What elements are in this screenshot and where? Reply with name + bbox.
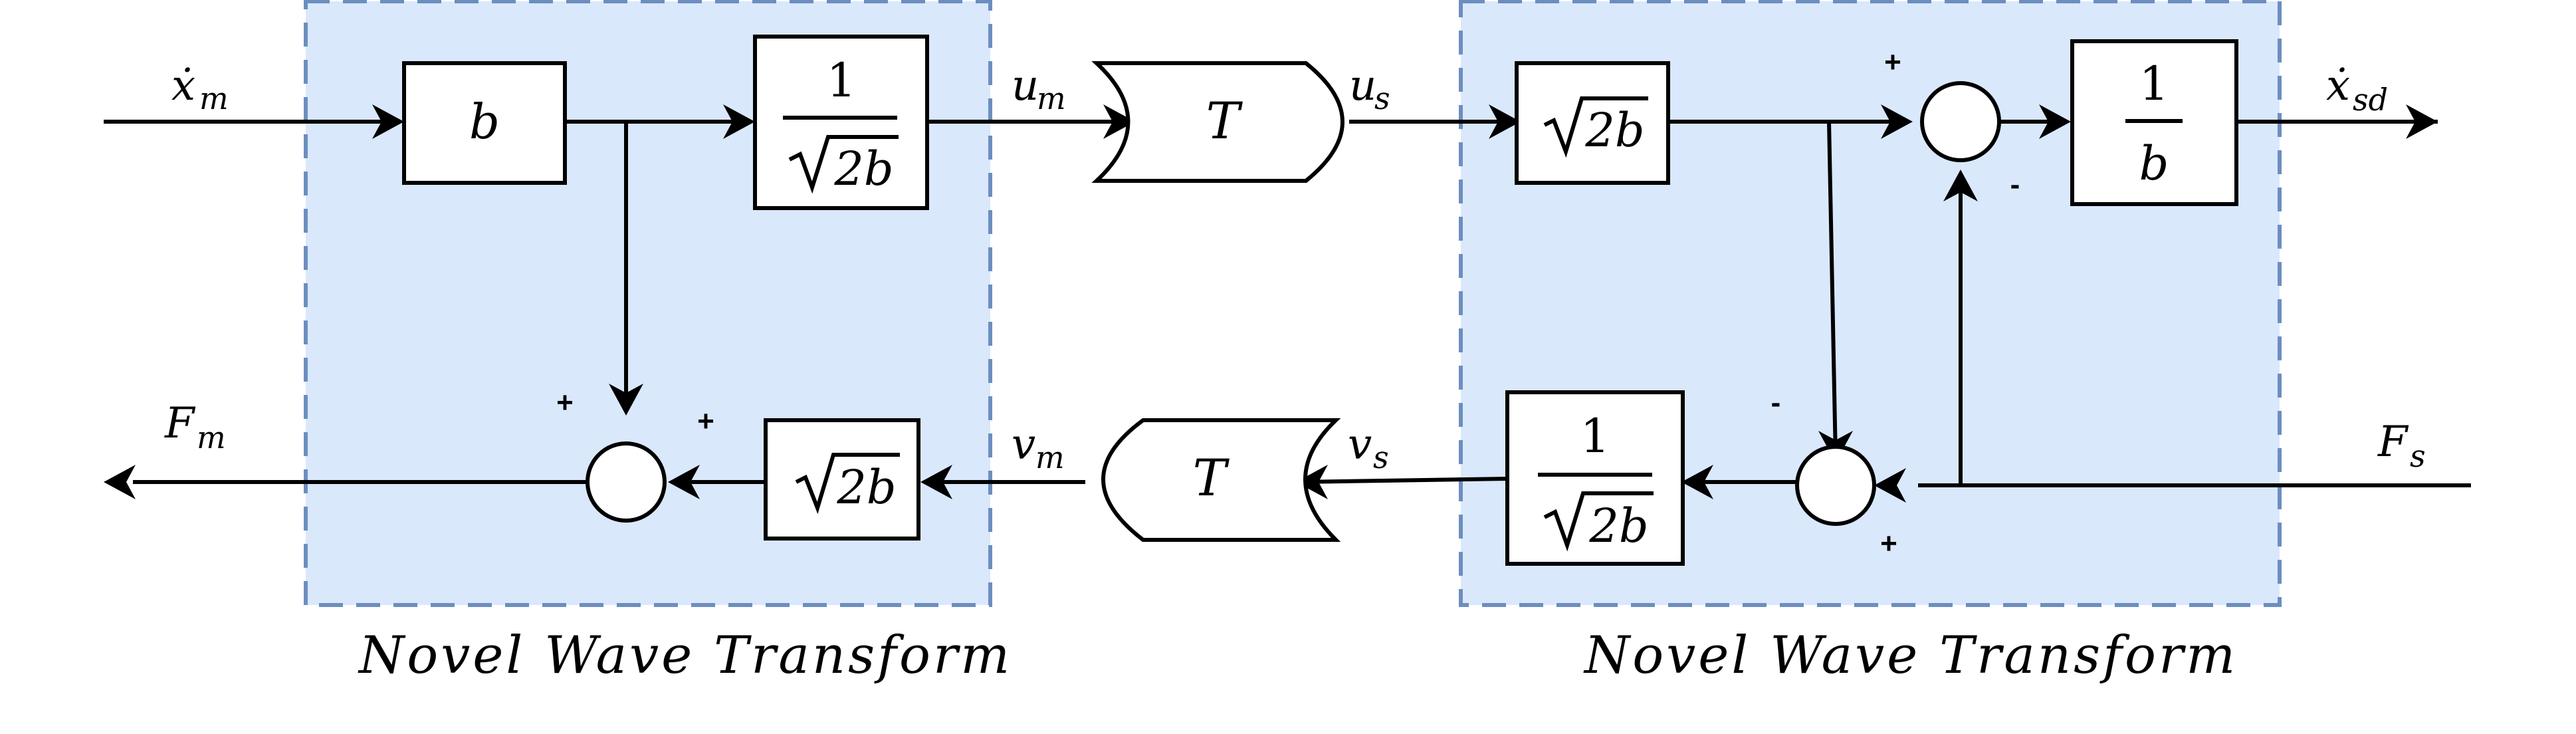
- fm-subscript: m: [197, 420, 226, 455]
- delay-backward-label: T: [1193, 448, 1230, 507]
- gain-block-b: b: [402, 61, 567, 185]
- signal-label-fs: F s: [2377, 418, 2426, 474]
- sqrt-radicand: 2b: [836, 460, 896, 515]
- sum-sign-bottom: -: [2010, 168, 2020, 201]
- sqrt-radical-icon: [788, 135, 899, 194]
- vs-subscript: s: [1373, 439, 1389, 475]
- gain-b-label: b: [469, 94, 500, 150]
- fraction-denominator: 2b: [833, 142, 893, 196]
- gain-block-sqrt-2b-left: 2b: [764, 418, 920, 541]
- um-symbol: u: [1012, 61, 1039, 110]
- fs-symbol: F: [2377, 418, 2409, 467]
- xm-dot-subscript: m: [199, 80, 229, 116]
- fraction-numerator: 1: [1580, 409, 1610, 463]
- delay-forward-label: T: [1206, 91, 1243, 150]
- sqrt-radicand: 2b: [1584, 103, 1644, 158]
- signal-label-vm: v m: [1012, 420, 1065, 475]
- signal-label-xsd-dot: ẋ sd: [2326, 61, 2388, 118]
- signal-label-vs: v s: [1348, 420, 1389, 475]
- signal-label-fm: F m: [164, 399, 226, 455]
- sqrt-radical-icon: [1543, 491, 1654, 552]
- signal-label-xm-dot: ẋ m: [171, 61, 229, 116]
- xsd-dot-symbol: ẋ: [2326, 61, 2350, 110]
- sum-sign-right: +: [697, 405, 714, 437]
- fm-symbol: F: [164, 399, 196, 448]
- us-symbol: u: [1349, 61, 1376, 110]
- gain-block-sqrt-2b-right: 2b: [1515, 61, 1670, 185]
- xm-dot-symbol: ẋ: [171, 61, 195, 110]
- delay-block-forward: T: [1091, 61, 1344, 183]
- sum-junction-top-right: + -: [1884, 46, 2020, 201]
- sum-sign-top: +: [556, 386, 574, 419]
- gain-block-inv-sqrt-2b-left: 1 2b: [753, 35, 929, 210]
- fraction-numerator: 1: [2139, 57, 2169, 111]
- vm-symbol: v: [1012, 420, 1035, 469]
- gain-block-inv-sqrt-2b-right: 1 2b: [1505, 390, 1685, 566]
- signal-label-um: u m: [1012, 61, 1066, 116]
- delay-block-backward: T: [1101, 418, 1341, 542]
- vm-subscript: m: [1035, 439, 1065, 475]
- signal-wires: [104, 120, 2471, 487]
- vs-symbol: v: [1348, 420, 1372, 469]
- right-region-caption: Novel Wave Transform: [1583, 626, 2238, 685]
- signal-label-us: u s: [1349, 61, 1390, 116]
- xsd-dot-subscript: sd: [2353, 82, 2388, 118]
- um-subscript: m: [1037, 80, 1066, 116]
- sum-sign-left: +: [1884, 46, 1901, 78]
- sqrt-radical-icon: [795, 453, 900, 515]
- sum-sign-top: -: [1771, 386, 1781, 419]
- fraction-denominator: b: [2139, 136, 2169, 191]
- sum-sign-bottom: +: [1880, 527, 1897, 560]
- sum-junction-left: + +: [556, 386, 714, 523]
- left-region-caption: Novel Wave Transform: [358, 626, 1012, 685]
- sum-junction-bottom-right: - +: [1771, 386, 1897, 560]
- fs-subscript: s: [2410, 438, 2426, 474]
- sqrt-radical-icon: [1543, 96, 1648, 158]
- fraction-denominator: 2b: [1588, 499, 1648, 553]
- us-subscript: s: [1374, 80, 1390, 116]
- fraction-numerator: 1: [827, 53, 857, 108]
- gain-block-inv-b: 1 b: [2070, 39, 2238, 206]
